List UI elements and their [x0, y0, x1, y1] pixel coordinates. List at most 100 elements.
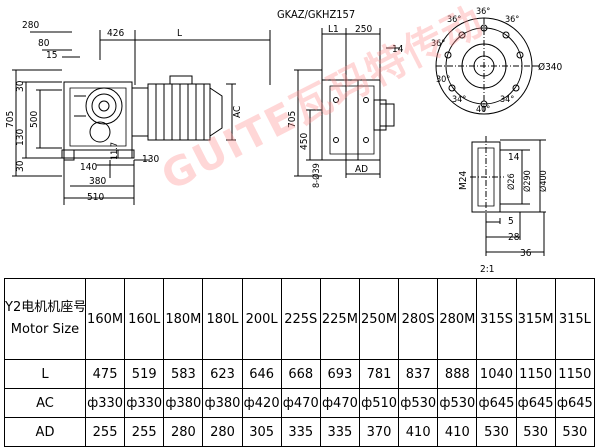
size-cell: 250M	[358, 278, 400, 360]
table-cell: 693	[319, 359, 360, 389]
table-cell: 255	[84, 417, 126, 447]
table-cell: 475	[84, 359, 126, 389]
table-cell: 530	[476, 417, 517, 447]
header-label-cn: Y2电机机座号	[5, 300, 86, 315]
dim-phi290: Ø290	[522, 170, 533, 192]
table-cell: ф645	[476, 388, 517, 418]
size-cell: 160M	[84, 278, 126, 360]
table-cell: 335	[319, 417, 360, 447]
table-cell: ф510	[358, 388, 400, 418]
table-cell: 1150	[515, 359, 556, 389]
dim-angle-30: 30°	[436, 75, 450, 85]
dim-angle-34-2: 34°	[500, 95, 514, 105]
table-cell: 410	[437, 417, 478, 447]
table-cell: ф380	[202, 388, 243, 418]
dim-angle-36-4: 36°	[431, 39, 445, 49]
size-cell: 200L	[241, 278, 282, 360]
dim-angle-36-3: 36°	[505, 15, 519, 25]
dim-angle-36-1: 36°	[447, 15, 461, 25]
dim-phi340: Ø340	[538, 61, 563, 73]
size-cell: 315S	[476, 278, 517, 360]
table-cell: ф330	[84, 388, 126, 418]
table-cell: ф420	[241, 388, 282, 418]
dim-250: 250	[355, 24, 372, 35]
table-cell: ф530	[437, 388, 478, 418]
table-cell: 530	[515, 417, 556, 447]
header-label-en: Motor Size	[10, 322, 80, 337]
dim-280: 280	[22, 20, 39, 31]
motor-size-table: Y2电机机座号 Motor Size 160M 160L 180M 180L 2…	[4, 278, 596, 447]
dim-phi26: Ø26	[506, 173, 517, 190]
table-cell: 280	[202, 417, 243, 447]
table-cell: 1040	[476, 359, 517, 389]
dim-angle-34-1: 34°	[452, 95, 466, 105]
table-cell: 781	[358, 359, 400, 389]
size-cell: 315L	[554, 278, 596, 360]
dim-380: 380	[89, 176, 106, 187]
table-cell: ф645	[515, 388, 556, 418]
dim-140: 140	[80, 162, 97, 173]
dim-130-left: 130	[15, 129, 26, 146]
size-cell: 225S	[280, 278, 321, 360]
table-cell: 1150	[554, 359, 596, 389]
table-cell: 305	[241, 417, 282, 447]
dim-8-039: 8-Ø39	[311, 163, 322, 188]
dim-30-top: 30	[15, 80, 26, 92]
table-cell: ф645	[554, 388, 596, 418]
dim-L: L	[177, 28, 182, 39]
table-cell: 335	[280, 417, 321, 447]
row-label: AC	[4, 388, 86, 418]
table-cell: 410	[398, 417, 439, 447]
dim-80: 80	[38, 38, 50, 49]
dim-angle-36-2: 36°	[476, 7, 490, 17]
size-cell: 280S	[398, 278, 439, 360]
table-cell: 646	[241, 359, 282, 389]
dim-426: 426	[107, 28, 124, 39]
table-cell: ф470	[319, 388, 360, 418]
dim-510: 510	[87, 192, 104, 203]
table-cell: 623	[202, 359, 243, 389]
dim-AC: AC	[232, 106, 243, 118]
table-row-L: L 475 519 583 623 646 668 693 781 837 88…	[4, 359, 596, 389]
dim-14-shaft: 14	[508, 152, 520, 163]
dim-11-7: 11.7	[110, 142, 120, 160]
dim-705: 705	[5, 111, 16, 128]
table-cell: ф530	[398, 388, 439, 418]
dim-L1: L1	[328, 24, 339, 35]
row-label: AD	[4, 417, 86, 447]
table-row-AD: AD 255 255 280 280 305 335 335 370 410 4…	[4, 417, 596, 447]
size-cell: 180L	[202, 278, 243, 360]
size-cell: 225M	[319, 278, 360, 360]
table-cell: 530	[554, 417, 596, 447]
table-cell: ф470	[280, 388, 321, 418]
scale-note: 2:1	[480, 264, 494, 275]
model-title: GKAZ/GKHZ157	[277, 8, 355, 21]
size-cell: 180M	[163, 278, 204, 360]
table-cell: 837	[398, 359, 439, 389]
dim-36-shaft: 36	[520, 248, 532, 259]
table-row-AC: AC ф330 ф330 ф380 ф380 ф420 ф470 ф470 ф5…	[4, 388, 596, 418]
technical-drawing: GKAZ/GKHZ157 280 80 15 426 L 705 30 500 …	[5, 7, 563, 275]
dim-angle-40: 40°	[476, 105, 490, 115]
table-cell: 519	[124, 359, 165, 389]
table-cell: 280	[163, 417, 204, 447]
dim-30-bottom: 30	[15, 160, 26, 172]
table-cell: 888	[437, 359, 478, 389]
dim-M24: M24	[458, 171, 469, 190]
table-cell: ф380	[163, 388, 204, 418]
dim-28: 28	[508, 232, 520, 243]
size-cell: 315M	[515, 278, 556, 360]
table-cell: 668	[280, 359, 321, 389]
dim-15: 15	[46, 50, 57, 61]
dim-5: 5	[508, 216, 514, 227]
dim-14-side: 14	[392, 44, 404, 55]
row-label: L	[4, 359, 86, 389]
dim-130-bottom: 130	[142, 154, 159, 165]
table-cell: 583	[163, 359, 204, 389]
dim-500: 500	[29, 111, 40, 128]
dim-450: 450	[299, 133, 310, 150]
table-cell: 255	[124, 417, 165, 447]
table-cell: 370	[358, 417, 400, 447]
table-cell: ф330	[124, 388, 165, 418]
